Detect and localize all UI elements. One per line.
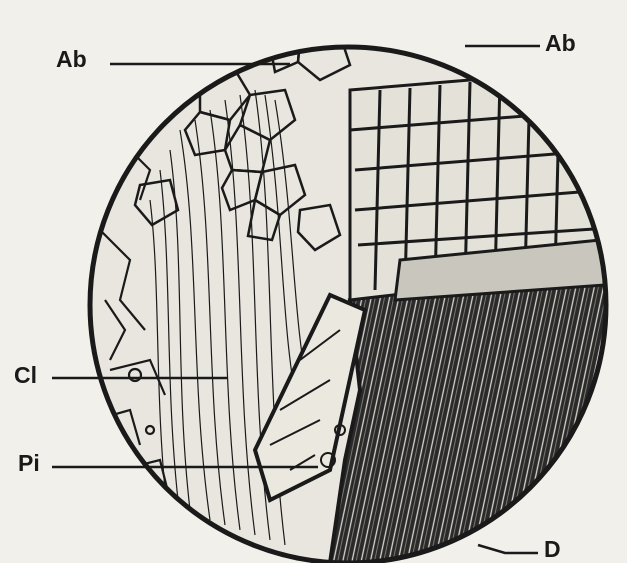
label-ab-right: Ab <box>545 32 576 55</box>
albite-lath-block <box>350 70 610 300</box>
leader-line-d <box>478 545 538 553</box>
label-cl: Cl <box>14 364 37 387</box>
label-d: D <box>544 538 561 561</box>
field-of-view <box>90 35 627 563</box>
label-ab-left: Ab <box>56 48 87 71</box>
dark-mineral-region <box>330 280 627 563</box>
label-pi: Pi <box>18 452 40 475</box>
